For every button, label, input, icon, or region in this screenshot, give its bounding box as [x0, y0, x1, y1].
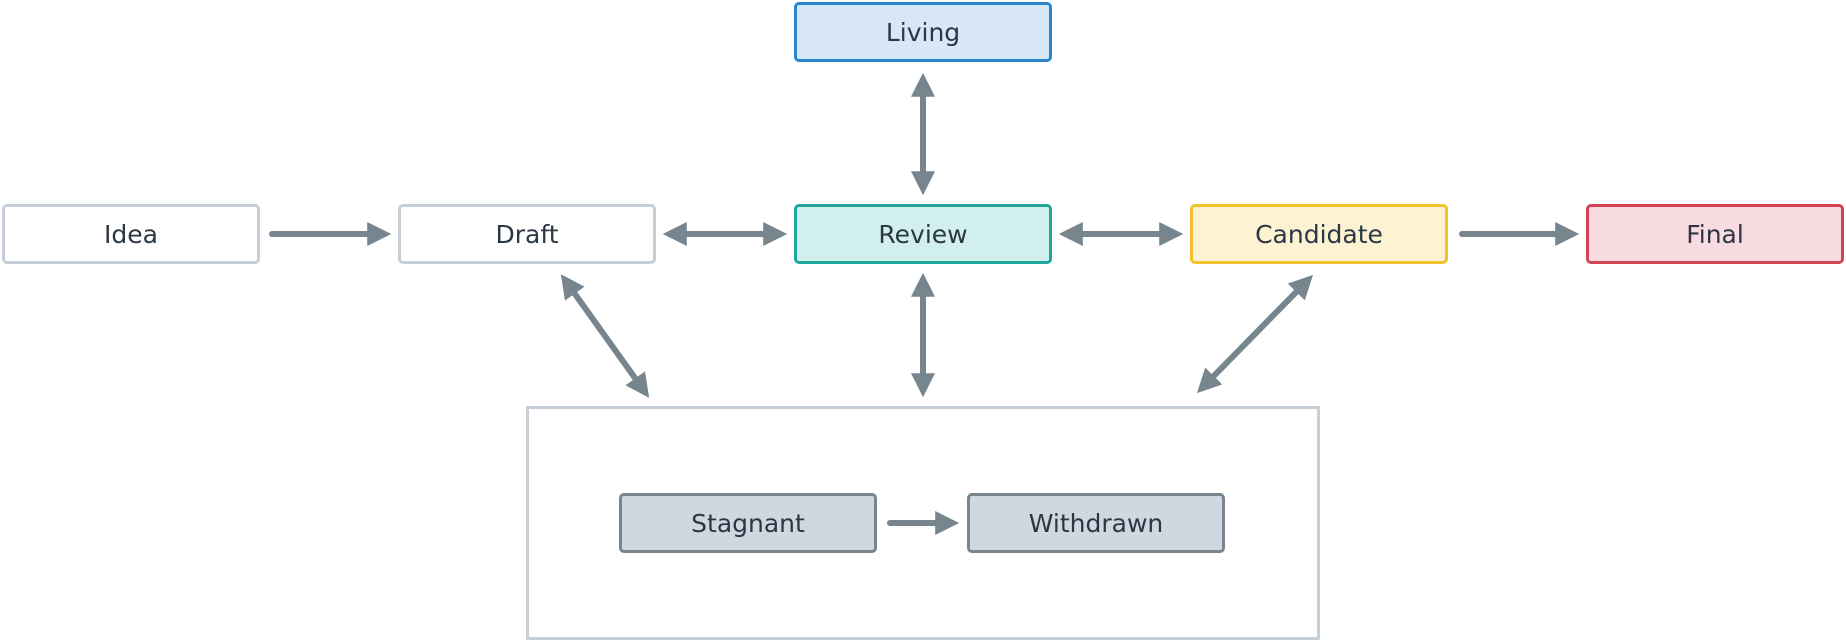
node-final-label: Final — [1686, 219, 1744, 249]
node-living: Living — [794, 2, 1052, 62]
edge-candidate-inactive — [1196, 274, 1314, 394]
node-withdrawn: Withdrawn — [967, 493, 1225, 553]
node-withdrawn-label: Withdrawn — [1028, 508, 1164, 538]
node-living-label: Living — [885, 17, 961, 47]
node-draft: Draft — [398, 204, 656, 264]
edge-draft-inactive — [560, 274, 650, 398]
inactive-group — [526, 406, 1320, 640]
node-final: Final — [1586, 204, 1844, 264]
node-idea: Idea — [2, 204, 260, 264]
node-candidate-label: Candidate — [1255, 219, 1383, 249]
node-draft-label: Draft — [495, 219, 559, 249]
node-stagnant: Stagnant — [619, 493, 877, 553]
node-stagnant-label: Stagnant — [691, 508, 805, 538]
node-idea-label: Idea — [104, 219, 158, 249]
node-review: Review — [794, 204, 1052, 264]
node-candidate: Candidate — [1190, 204, 1448, 264]
node-review-label: Review — [878, 219, 968, 249]
